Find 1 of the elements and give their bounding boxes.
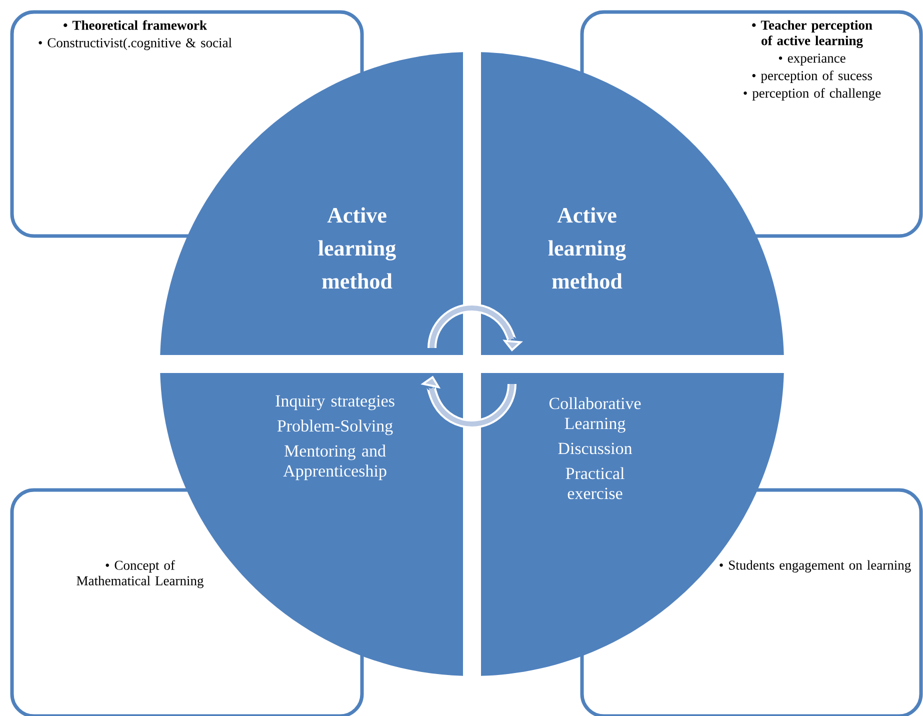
quadrant-segment: Active learning method: [160, 52, 463, 355]
